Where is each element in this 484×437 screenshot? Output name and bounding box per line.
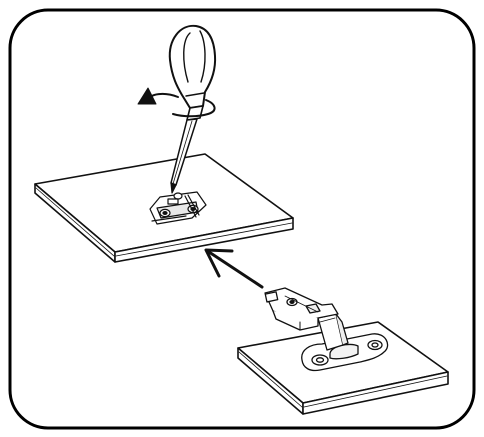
instruction-figure [0,0,484,437]
instruction-illustration [0,0,484,437]
